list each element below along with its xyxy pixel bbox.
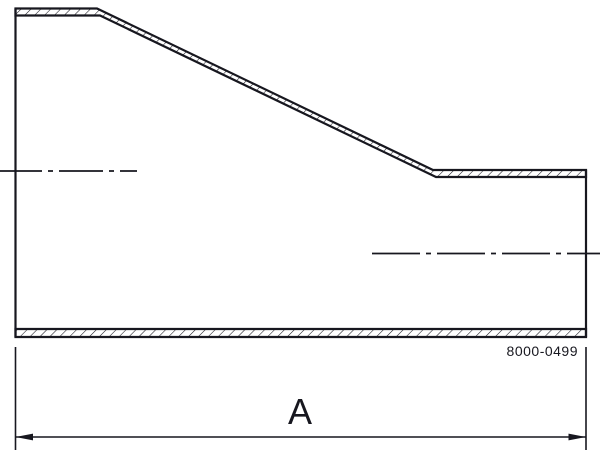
dimension-arrow-right-icon: [568, 433, 586, 441]
reducer-top-wall: [14, 7, 588, 179]
reducer-bottom-wall: [14, 327, 588, 339]
part-number: 8000-0499: [507, 343, 578, 359]
dimension-label: A: [288, 391, 312, 432]
dimension-arrow-left-icon: [15, 433, 33, 441]
